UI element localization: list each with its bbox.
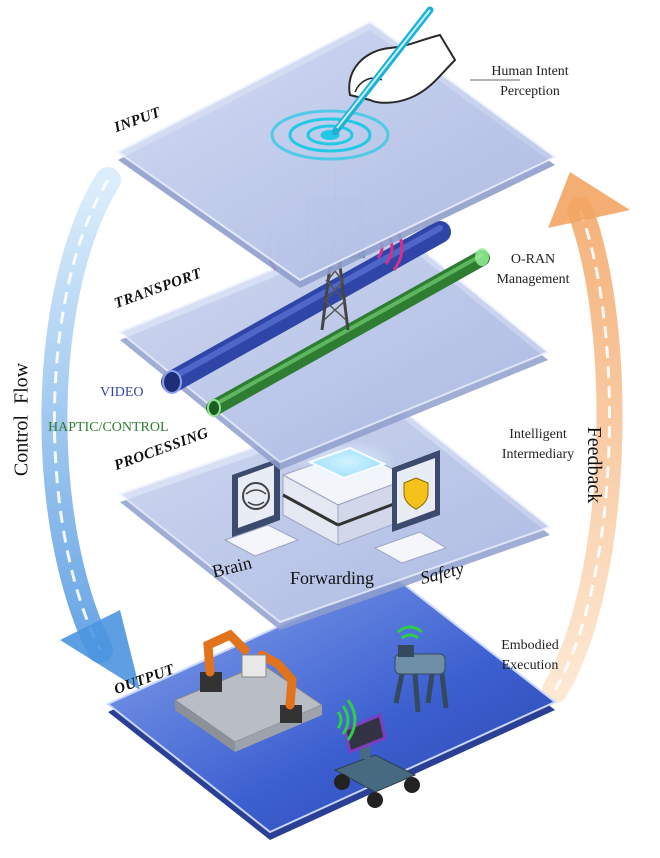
desc-transport: O-RAN Management <box>478 250 588 290</box>
desc-processing: Intelligent Intermediary <box>478 425 598 465</box>
output-wireless-signals <box>336 625 423 741</box>
feedback-arrow <box>542 172 630 703</box>
desc-input-line2: Perception <box>500 84 560 99</box>
desc-transport-line2: Management <box>496 272 570 287</box>
desc-transport-line1: O-RAN <box>510 252 556 267</box>
hand-with-stylus <box>331 6 457 136</box>
desc-output: Embodied Execution <box>475 636 585 676</box>
desc-input: Human Intent Perception <box>470 62 590 102</box>
safety-module <box>373 450 448 564</box>
desc-input-line1: Human Intent <box>491 64 569 79</box>
brain-module <box>223 458 300 557</box>
wheeled-robot <box>333 712 420 808</box>
desc-output-line1: Embodied <box>501 638 559 653</box>
desc-processing-line2: Intermediary <box>501 447 575 462</box>
flow-label-control: Control Flow <box>10 362 33 477</box>
quadruped-robot <box>393 645 449 713</box>
stream-label-haptic: HAPTIC/CONTROL <box>48 420 169 435</box>
control-flow-arrow <box>41 167 140 690</box>
robot-arm-cell <box>173 629 324 752</box>
desc-processing-line1: Intelligent <box>509 427 567 442</box>
video-pipe <box>161 221 451 394</box>
flow-label-feedback: Feedback <box>583 426 605 504</box>
stream-label-video: VIDEO <box>100 385 144 400</box>
module-label-forwarding: Forwarding <box>290 568 374 588</box>
intent-target-rings <box>270 109 390 161</box>
desc-output-line2: Execution <box>501 658 559 673</box>
